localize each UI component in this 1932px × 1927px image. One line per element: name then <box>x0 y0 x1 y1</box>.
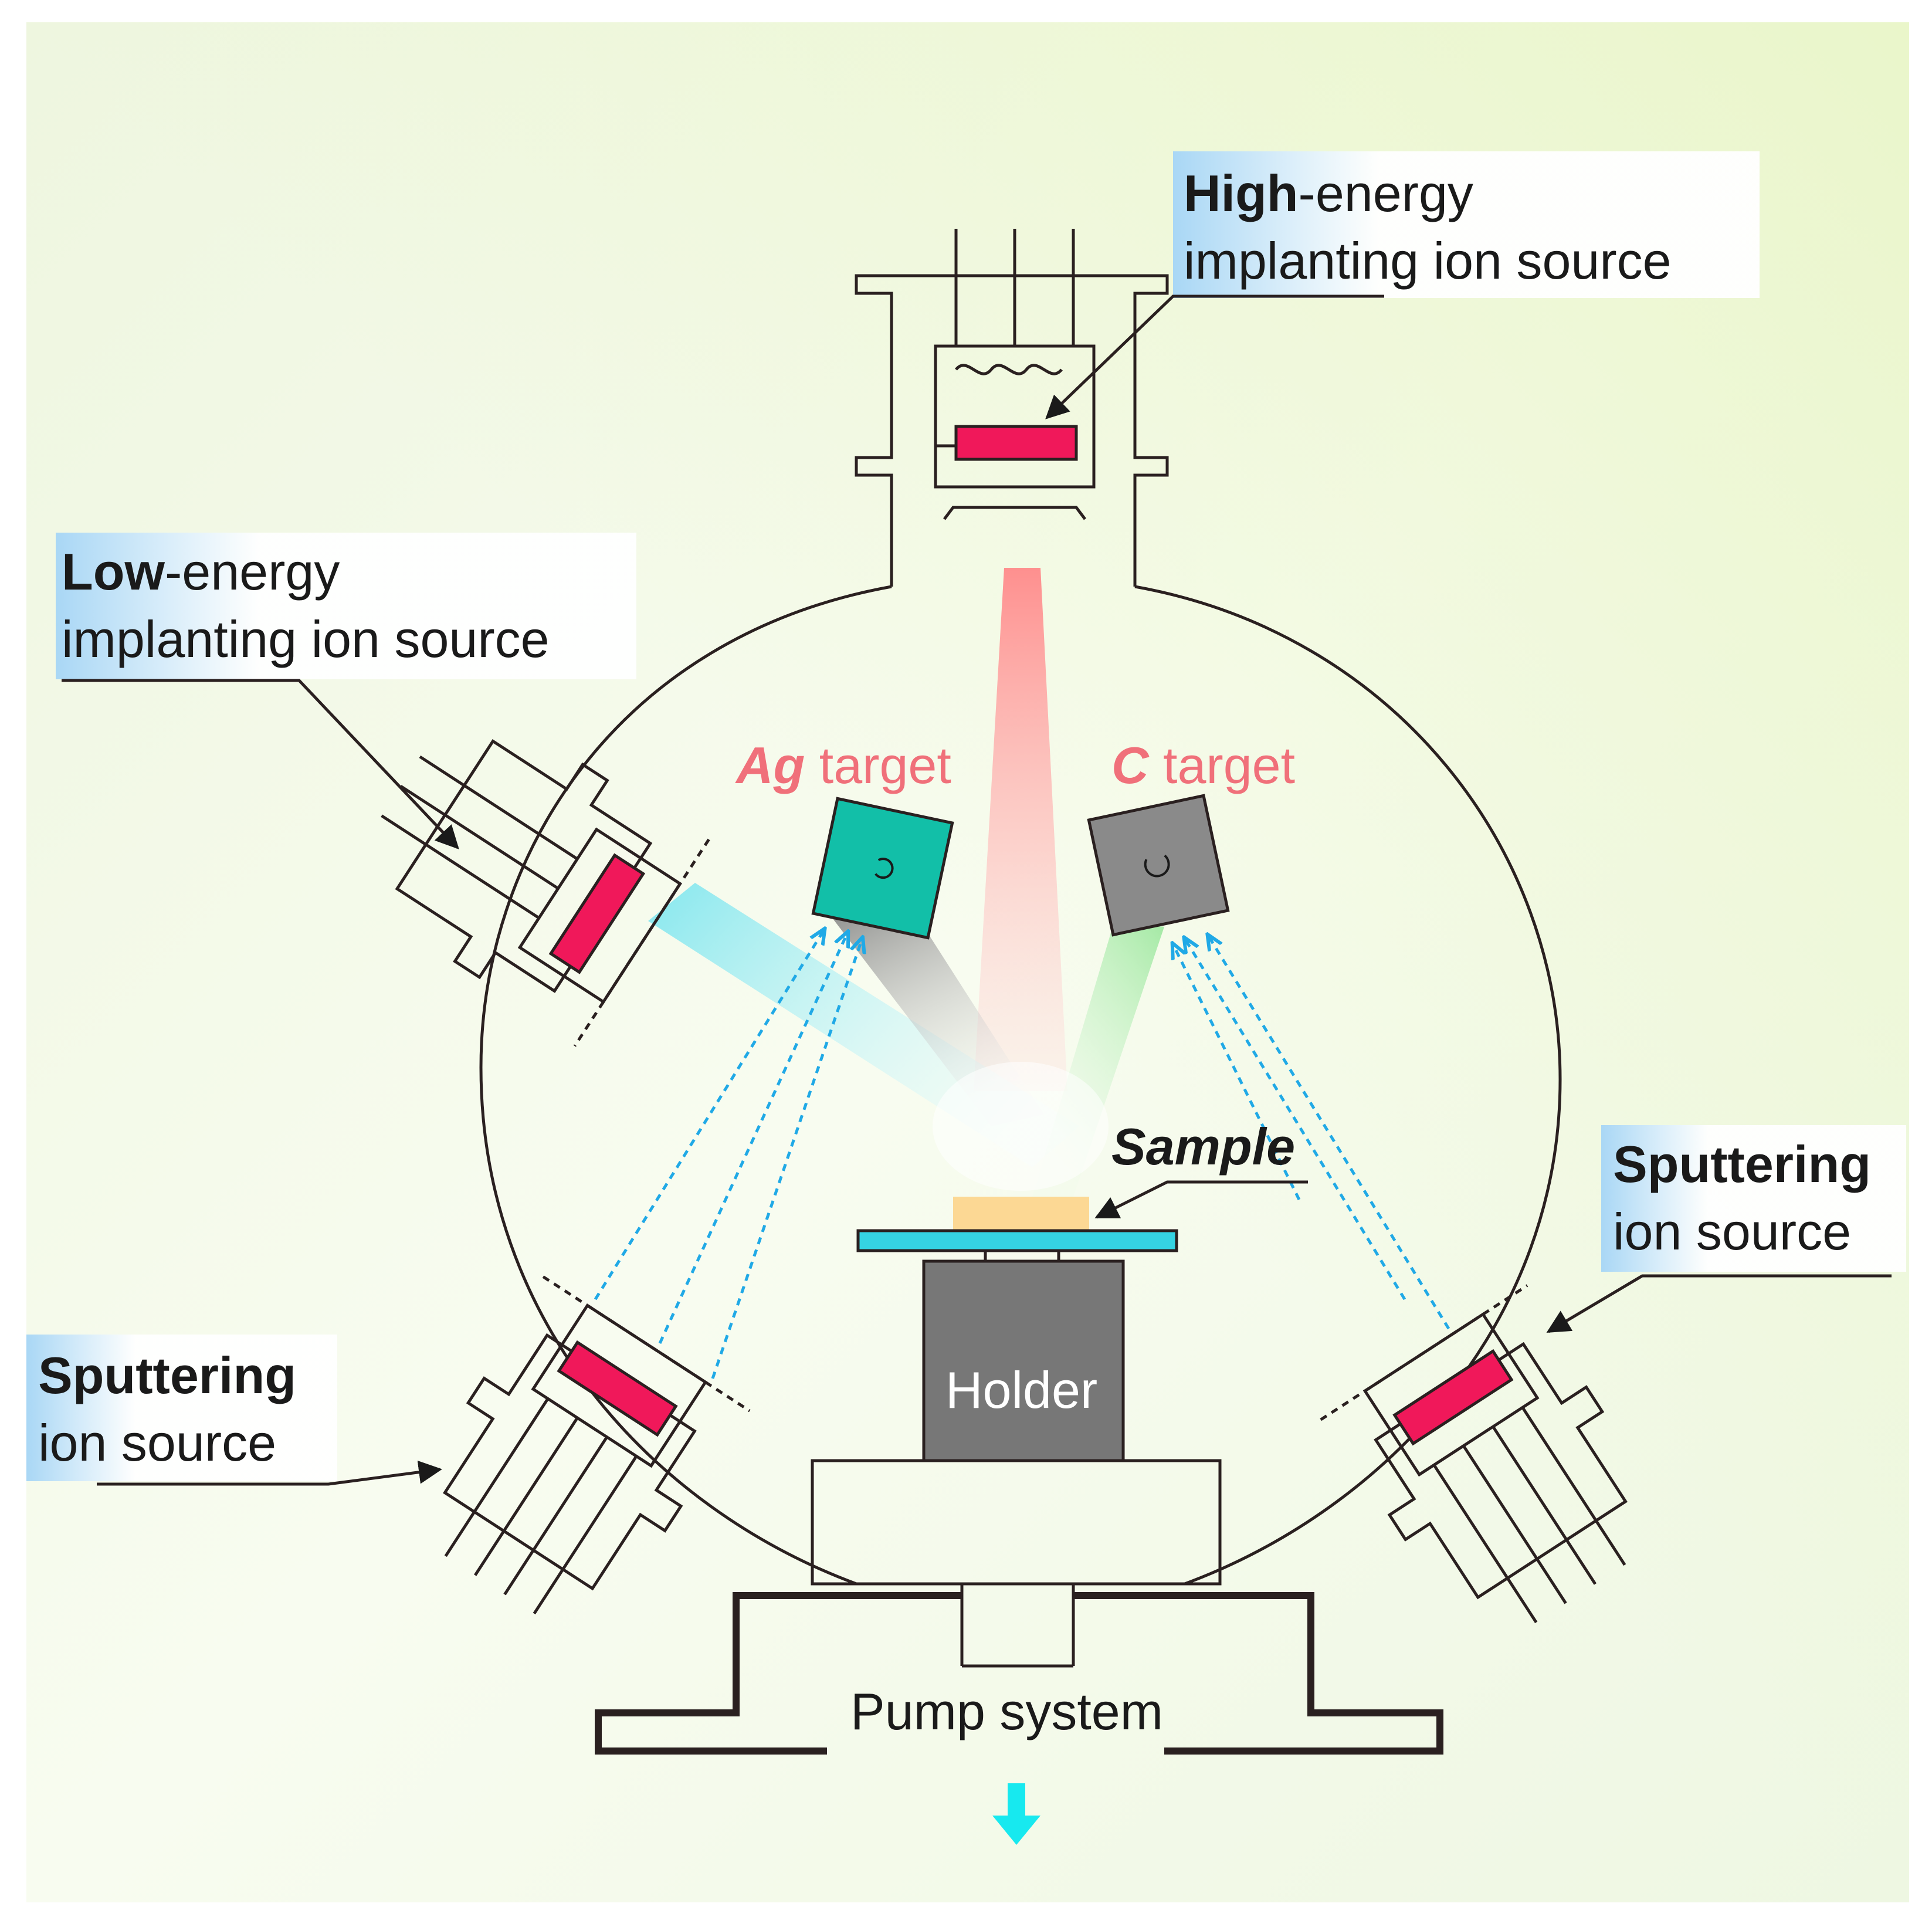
pump-system-outline <box>595 1592 1443 1755</box>
high-energy-cathode <box>954 425 1078 461</box>
low-energy-label-bold: Low <box>62 543 165 601</box>
holder <box>922 1259 1125 1462</box>
leader-lines <box>62 294 1892 1486</box>
sputter-beams-right <box>1173 936 1450 1330</box>
ag-target-label: Ag target <box>735 736 951 794</box>
low-energy-cathode <box>548 853 646 974</box>
sputter-left-label-panel <box>26 1335 337 1481</box>
pump-connector <box>960 1584 1075 1668</box>
sample <box>953 1197 1089 1231</box>
pump-system-label: Pump system <box>850 1682 1163 1740</box>
pump-outlet-arrow <box>992 1783 1040 1845</box>
high-energy-label: High-energy <box>1184 164 1473 222</box>
high-energy-source-housing <box>855 229 1169 587</box>
rotate-icon <box>875 858 894 879</box>
high-energy-label-panel <box>1173 151 1760 298</box>
high-energy-label-bold: High <box>1184 164 1299 222</box>
ag-target-label-word: target <box>805 736 951 794</box>
low-energy-source-housing <box>381 739 710 1047</box>
holder-label: Holder <box>945 1361 1097 1419</box>
sputter-source-right-housing <box>1320 1284 1628 1624</box>
rotate-icon <box>1144 854 1170 878</box>
low-energy-label-panel <box>56 533 636 679</box>
holder-base <box>811 1459 1222 1586</box>
ag-target <box>811 797 954 940</box>
low-energy-label-rest: -energy <box>165 543 340 601</box>
high-energy-label-line2: implanting ion source <box>1184 232 1672 290</box>
high-energy-label-rest: -energy <box>1299 164 1473 222</box>
c-target-label-word: target <box>1149 736 1295 794</box>
c-target <box>1087 794 1230 937</box>
high-energy-beam <box>974 568 1067 1091</box>
sputter-left-cathode <box>557 1340 678 1437</box>
low-energy-label: Low-energy <box>62 543 340 601</box>
sputter-source-left-housing <box>443 1275 751 1615</box>
beam-glow <box>933 1062 1109 1191</box>
sputter-right-label-panel <box>1601 1125 1906 1272</box>
sputter-right-cathode <box>1392 1349 1514 1446</box>
ag-target-label-element: Ag <box>735 736 805 794</box>
sample-label: Sample <box>1111 1117 1295 1176</box>
sputter-right-label-line2: ion source <box>1613 1203 1851 1261</box>
sputter-right-label-line1: Sputtering <box>1613 1135 1871 1193</box>
c-target-label-element: C <box>1111 736 1150 794</box>
background-tint <box>26 22 1909 1902</box>
sputter-left-label-line2: ion source <box>38 1414 276 1472</box>
sputter-left-label-line1: Sputtering <box>38 1346 296 1404</box>
sample-plate <box>856 1229 1178 1252</box>
low-energy-label-line2: implanting ion source <box>62 610 550 668</box>
c-target-label: C target <box>1111 736 1295 794</box>
sputter-beams-left <box>594 930 862 1379</box>
